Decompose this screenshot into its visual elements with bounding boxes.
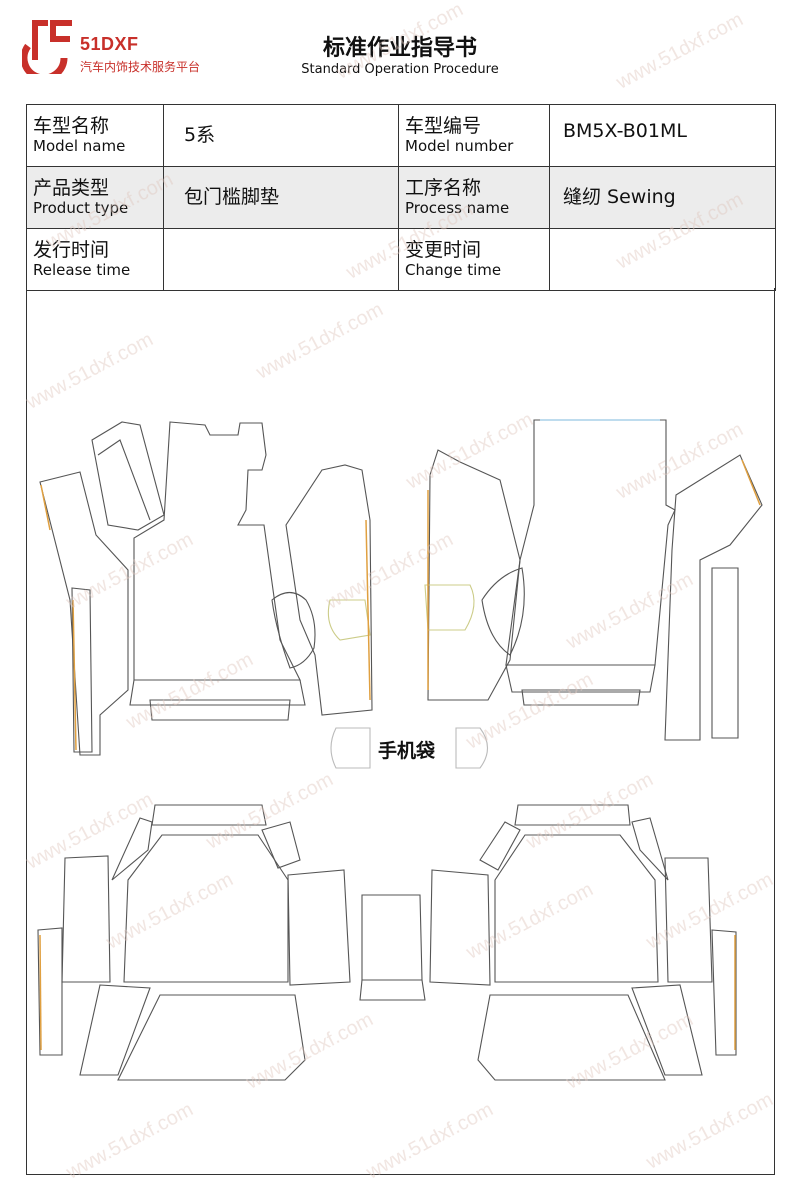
pattern-piece xyxy=(117,994,306,1081)
info-row-product: 产品类型 Product type 包门槛脚垫 工序名称 Process nam… xyxy=(26,166,776,229)
pattern-piece xyxy=(91,421,165,531)
model-name-value-cell: 5系 xyxy=(163,104,399,167)
process-name-label-zh: 工序名称 xyxy=(405,177,482,199)
pocket-piece xyxy=(455,727,489,769)
pattern-piece xyxy=(123,834,289,983)
pattern-piece xyxy=(285,464,373,716)
pattern-piece xyxy=(711,929,737,1056)
pattern-piece xyxy=(479,821,521,871)
release-time-label-zh: 发行时间 xyxy=(33,239,110,261)
pattern-piece xyxy=(149,699,291,721)
pattern-piece xyxy=(521,689,641,706)
process-name-value-cell: 缝纫 Sewing xyxy=(549,166,776,229)
pattern-drawing-area xyxy=(26,288,775,1175)
release-time-label-en: Release time xyxy=(33,261,131,279)
accent-edge xyxy=(39,934,42,1051)
pattern-piece xyxy=(71,587,93,753)
accent-edge xyxy=(741,459,761,506)
model-number-label-zh: 车型编号 xyxy=(405,115,482,137)
change-time-label-zh: 变更时间 xyxy=(405,239,482,261)
change-time-value-cell xyxy=(549,228,776,291)
model-name-label-cell: 车型名称 Model name xyxy=(26,104,164,167)
release-time-label-cell: 发行时间 Release time xyxy=(26,228,164,291)
pattern-piece xyxy=(39,471,129,756)
pattern-piece xyxy=(151,804,267,826)
release-time-value xyxy=(164,229,398,244)
pattern-piece xyxy=(664,857,713,983)
console-piece xyxy=(359,979,426,1001)
brand-logo-icon xyxy=(22,20,72,74)
pocket-piece xyxy=(424,584,475,631)
pattern-piece xyxy=(664,454,763,741)
pattern-piece xyxy=(481,567,525,656)
model-name-value: 5系 xyxy=(184,124,216,146)
pattern-piece xyxy=(37,927,63,1056)
info-row-model: 车型名称 Model name 5系 车型编号 Model number BM5… xyxy=(26,104,776,167)
release-time-value-cell xyxy=(163,228,399,291)
product-type-label-en: Product type xyxy=(33,199,129,217)
console-piece xyxy=(361,894,423,981)
pattern-piece xyxy=(505,664,656,693)
pattern-piece xyxy=(429,869,491,986)
document-title: 标准作业指导书 xyxy=(322,36,477,61)
phone-pocket-label: 手机袋 xyxy=(378,740,436,762)
accent-edge xyxy=(365,519,371,701)
product-type-value: 包门槛脚垫 xyxy=(184,186,280,208)
pattern-piece xyxy=(514,804,631,826)
process-name-label-en: Process name xyxy=(405,199,510,217)
change-time-label-cell: 变更时间 Change time xyxy=(398,228,550,291)
accent-edge xyxy=(40,484,51,531)
pattern-piece xyxy=(505,419,676,666)
pocket-piece xyxy=(330,727,371,769)
model-number-label-cell: 车型编号 Model number xyxy=(398,104,550,167)
change-time-value xyxy=(550,229,775,244)
brand-name: 51DXF xyxy=(80,34,139,54)
document-header: 51DXF 汽车内饰技术服务平台 标准作业指导书 Standard Operat… xyxy=(0,0,800,100)
pattern-piece xyxy=(271,591,316,669)
pattern-piece xyxy=(133,421,301,681)
pattern-piece xyxy=(631,984,703,1076)
brand-tagline: 汽车内饰技术服务平台 xyxy=(80,60,201,74)
model-name-label-en: Model name xyxy=(33,137,126,155)
accent-edge xyxy=(72,599,77,751)
product-type-label-cell: 产品类型 Product type xyxy=(26,166,164,229)
pattern-piece xyxy=(287,869,351,986)
process-name-label-cell: 工序名称 Process name xyxy=(398,166,550,229)
pattern-piece xyxy=(129,679,306,706)
change-time-label-en: Change time xyxy=(405,261,502,279)
pattern-piece xyxy=(631,817,669,881)
model-number-label-en: Model number xyxy=(405,137,514,155)
pattern-piece xyxy=(79,984,151,1076)
pattern-piece xyxy=(494,834,659,983)
info-row-time: 发行时间 Release time 变更时间 Change time xyxy=(26,228,776,291)
pattern-piece xyxy=(61,855,111,983)
pattern-piece xyxy=(711,567,739,739)
pocket-piece xyxy=(327,599,371,641)
info-table: 车型名称 Model name 5系 车型编号 Model number BM5… xyxy=(26,104,776,291)
pattern-piece xyxy=(111,817,153,881)
document-subtitle: Standard Operation Procedure xyxy=(301,62,499,77)
pattern-piece xyxy=(97,439,151,521)
pattern-piece xyxy=(261,821,301,869)
product-type-label-zh: 产品类型 xyxy=(33,177,110,199)
model-number-value-cell: BM5X-B01ML xyxy=(549,104,776,167)
pattern-piece xyxy=(477,994,666,1081)
model-name-label-zh: 车型名称 xyxy=(33,115,110,137)
product-type-value-cell: 包门槛脚垫 xyxy=(163,166,399,229)
process-name-value: 缝纫 Sewing xyxy=(563,186,676,208)
model-number-value: BM5X-B01ML xyxy=(563,120,687,142)
